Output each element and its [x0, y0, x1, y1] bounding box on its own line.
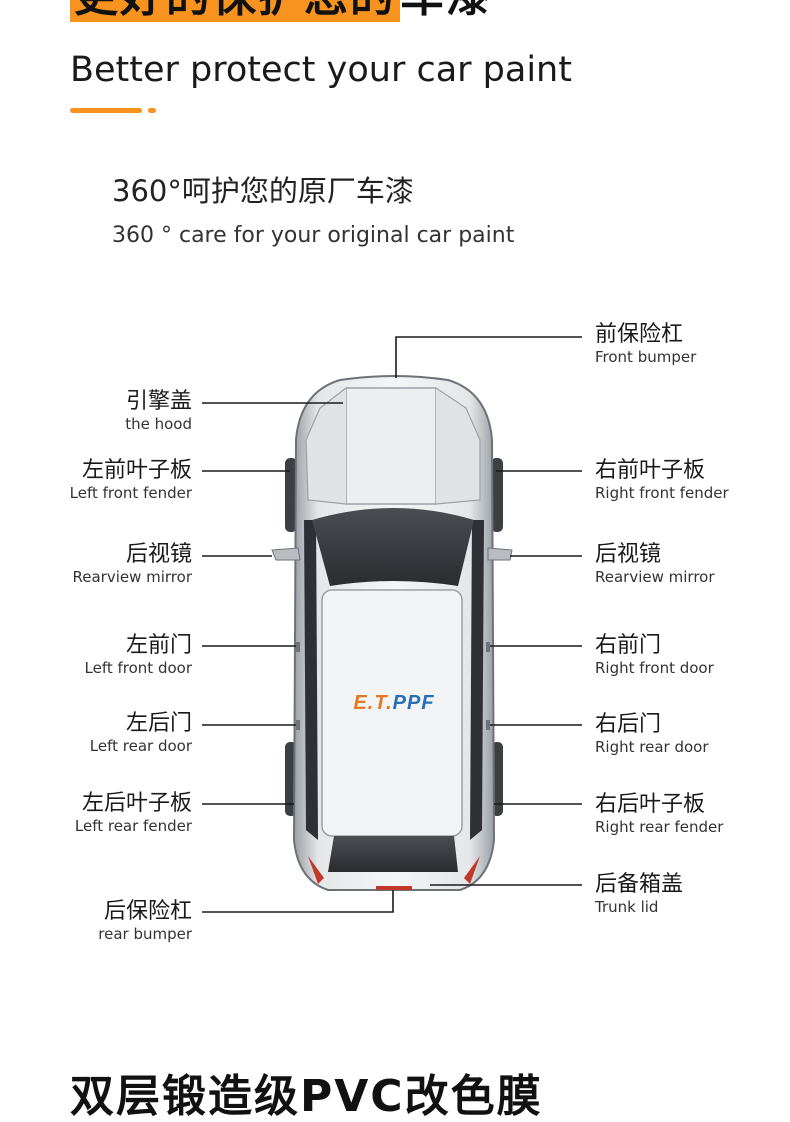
label-cn: 左后门	[125, 711, 192, 736]
label-cn: 前保险杠	[595, 322, 684, 347]
left-side-glass	[304, 520, 318, 840]
rear-window	[328, 836, 458, 872]
label-cn: 右后门	[595, 712, 662, 737]
label-cn: 右前门	[595, 633, 662, 658]
label-left-rear-fender: 左后叶子板 Left rear fender	[75, 791, 192, 835]
label-en: Rearview mirror	[595, 568, 715, 586]
label-trunk-lid: 后备箱盖 Trunk lid	[595, 872, 683, 916]
label-en: Right rear door	[595, 738, 709, 756]
label-cn: 后视镜	[125, 542, 192, 567]
rear-bumper-light	[376, 886, 412, 890]
top-title-rest: 车漆	[400, 0, 492, 22]
label-rear-bumper: 后保险杠 rear bumper	[98, 899, 192, 943]
label-left-front-door: 左前门 Left front door	[85, 633, 192, 677]
label-en: Rearview mirror	[72, 568, 192, 586]
label-cn: 后视镜	[595, 542, 662, 567]
label-en: Right front fender	[595, 484, 729, 502]
label-left-mirror: 后视镜 Rearview mirror	[72, 542, 192, 586]
windshield	[312, 508, 474, 586]
bottom-partial-title: 双层锻造级PVC改色膜	[70, 1071, 543, 1122]
right-side-glass	[470, 520, 484, 840]
section-heading-cn: 360°呵护您的原厂车漆	[112, 174, 414, 208]
top-title-highlight: 更好的保护您的	[70, 0, 400, 22]
label-left-front-fender: 左前叶子板 Left front fender	[70, 458, 192, 502]
label-right-rear-door: 右后门 Right rear door	[595, 712, 709, 756]
label-cn: 左前门	[125, 633, 192, 658]
etppf-logo: E.T.PPF	[353, 692, 434, 714]
subtitle-en: Better protect your car paint	[70, 50, 572, 90]
label-en: Trunk lid	[595, 898, 659, 916]
label-cn: 后保险杠	[103, 899, 192, 924]
right-mirror-shape	[487, 547, 513, 561]
section-heading-en: 360 ° care for your original car paint	[112, 223, 515, 248]
label-en: Right rear fender	[595, 818, 724, 836]
label-en: Right front door	[595, 659, 714, 677]
label-cn: 左后叶子板	[81, 791, 192, 816]
leader-lines	[202, 336, 582, 913]
label-cn: 右后叶子板	[595, 792, 706, 817]
label-cn: 右前叶子板	[595, 458, 706, 483]
hood-panel	[345, 387, 437, 505]
accent-bar	[70, 108, 142, 113]
label-cn: 后备箱盖	[595, 872, 684, 897]
label-right-front-door: 右前门 Right front door	[595, 633, 714, 677]
label-cn: 左前叶子板	[81, 458, 192, 483]
left-mirror-shape	[271, 547, 301, 561]
label-en: Left front fender	[69, 484, 192, 502]
label-right-front-fender: 右前叶子板 Right front fender	[595, 458, 729, 502]
label-en: Front bumper	[595, 348, 697, 366]
accent-dot	[148, 108, 156, 113]
label-right-rear-fender: 右后叶子板 Right rear fender	[595, 792, 723, 836]
label-en: Left front door	[84, 659, 192, 677]
label-en: Left rear fender	[74, 817, 192, 835]
label-cn: 引擎盖	[125, 389, 192, 414]
label-en: the hood	[125, 415, 192, 433]
label-left-rear-door: 左后门 Left rear door	[90, 711, 192, 755]
label-en: rear bumper	[98, 925, 192, 943]
label-hood: 引擎盖 the hood	[125, 389, 192, 433]
label-front-bumper: 前保险杠 Front bumper	[595, 322, 696, 366]
label-right-mirror: 后视镜 Rearview mirror	[595, 542, 715, 586]
label-en: Left rear door	[89, 737, 192, 755]
top-partial-title: 更好的保护您的车漆	[70, 0, 492, 22]
